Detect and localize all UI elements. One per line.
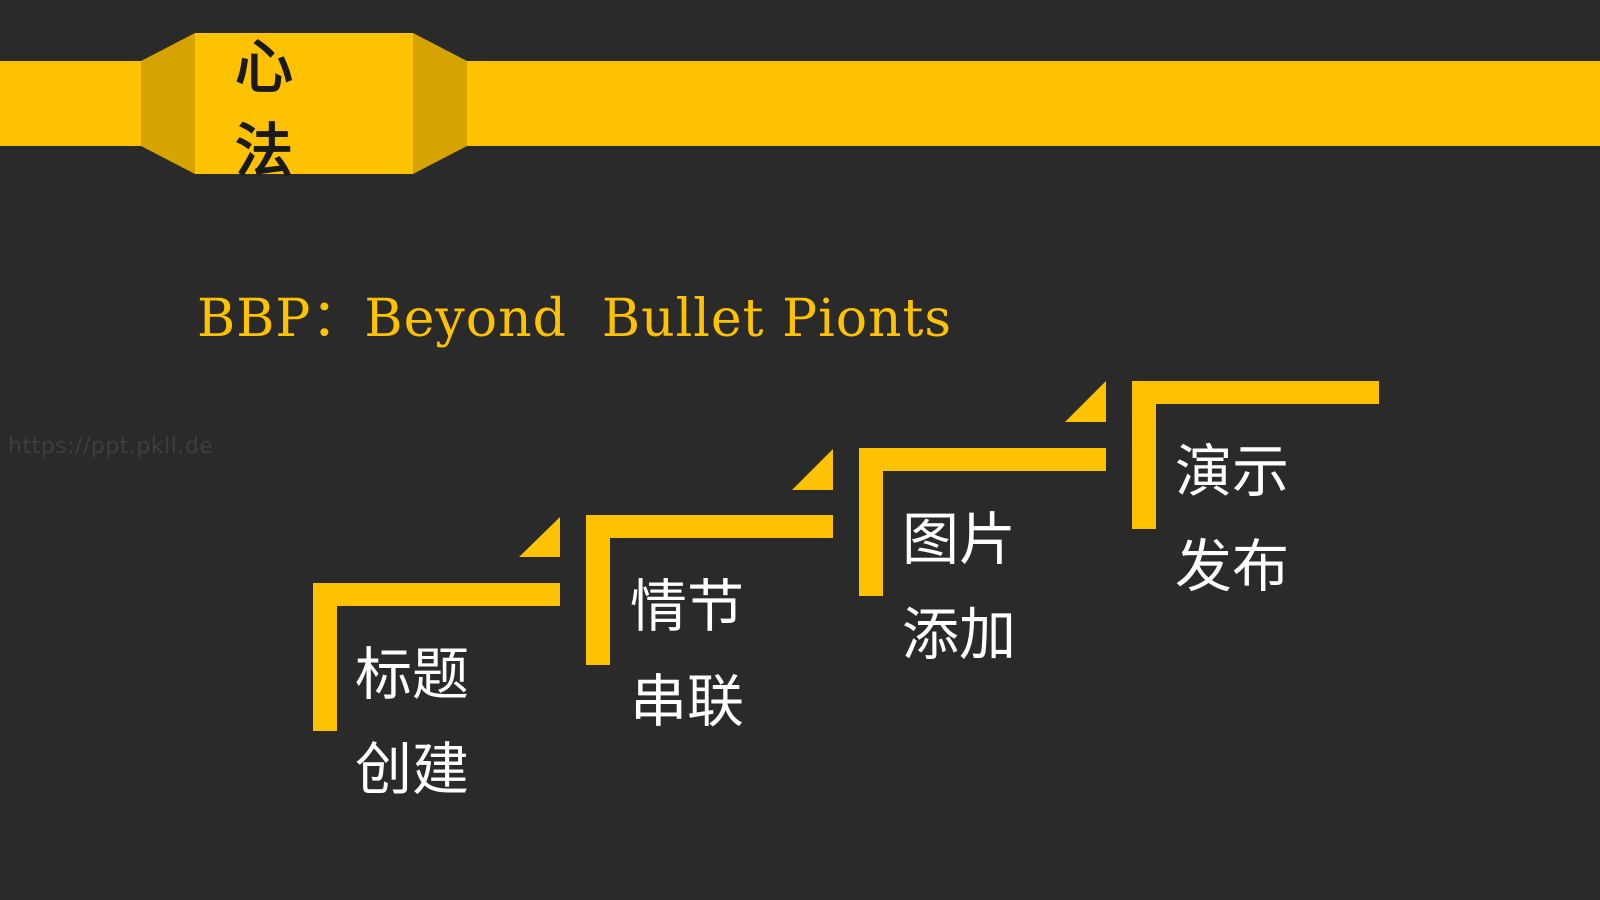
step-1-bracket bbox=[313, 517, 560, 731]
step-1-line1: 标题 bbox=[355, 642, 469, 708]
badge-title: 心法 bbox=[235, 32, 334, 185]
step-4-label: 演示 发布 bbox=[1175, 425, 1315, 615]
badge-right-wing bbox=[413, 33, 467, 174]
step-2-arrow bbox=[792, 449, 833, 490]
step-3-line1: 图片 bbox=[902, 507, 1016, 573]
step-4-line2: 发布 bbox=[1175, 534, 1289, 600]
watermark: https://ppt.pkll.de bbox=[8, 434, 214, 459]
header-badge bbox=[141, 33, 467, 174]
badge-center bbox=[195, 33, 413, 174]
step-2-line2: 串联 bbox=[630, 669, 744, 735]
step-3-label: 图片 添加 bbox=[902, 493, 1042, 683]
step-2-line1: 情节 bbox=[630, 574, 744, 640]
step-3-bracket bbox=[859, 381, 1106, 596]
step-2-bracket bbox=[586, 449, 833, 665]
page-subtitle: BBP：Beyond Bullet Pionts bbox=[197, 289, 953, 349]
step-2-label: 情节 串联 bbox=[630, 560, 770, 750]
step-1-line2: 创建 bbox=[355, 737, 469, 803]
step-4-line1: 演示 bbox=[1175, 439, 1289, 505]
step-1-arrow bbox=[519, 517, 560, 557]
step-4-bracket bbox=[1132, 381, 1379, 529]
step-1-label: 标题 创建 bbox=[355, 628, 495, 818]
step-3-arrow bbox=[1065, 381, 1106, 422]
step-3-line2: 添加 bbox=[902, 602, 1016, 668]
badge-left-wing bbox=[141, 33, 195, 174]
